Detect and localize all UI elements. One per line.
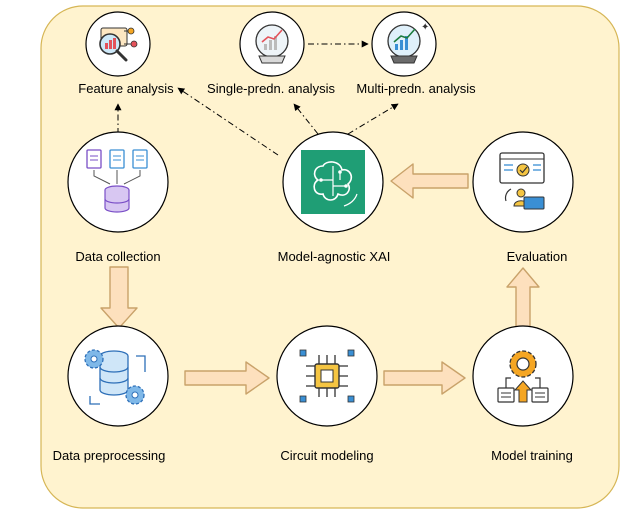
node-data-collection: Data collection [67, 131, 169, 264]
database-gears-icon [84, 349, 146, 405]
node-circuit-modeling: Circuit modeling [276, 325, 378, 463]
node-single-predn-analysis: Single-predn. analysis [207, 11, 335, 96]
node-feature-analysis: Feature analysis [78, 11, 174, 96]
connector-xai-to-multi [347, 103, 399, 135]
dashboard-evaluation-icon [499, 152, 545, 210]
node-evaluation-label: Evaluation [507, 249, 568, 264]
magnifier-chart-icon [99, 27, 138, 62]
node-data-collection-label: Data collection [75, 249, 160, 264]
node-data-preprocessing: Data preprocessing [53, 325, 169, 463]
node-multi-predn-analysis: ✦ Multi-predn. analysis [356, 11, 476, 96]
arrow-evaluation-to-xai [390, 163, 469, 199]
node-data-preprocessing-label: Data preprocessing [53, 448, 166, 463]
connector-xai-to-feature [177, 87, 279, 156]
arrow-circuit-to-training [383, 361, 466, 395]
workflow-arrows [100, 163, 540, 395]
node-single-predn-label: Single-predn. analysis [207, 81, 335, 96]
node-xai-label: Model-agnostic XAI [278, 249, 391, 264]
arrow-training-to-evaluation [506, 267, 540, 329]
node-evaluation: Evaluation [472, 131, 574, 264]
crystal-ball-chart-icon [255, 24, 289, 64]
node-multi-predn-label: Multi-predn. analysis [356, 81, 476, 96]
node-circuit-modeling-label: Circuit modeling [280, 448, 373, 463]
node-feature-analysis-label: Feature analysis [78, 81, 174, 96]
connector-xai-to-single [293, 103, 319, 135]
crystal-ball-growth-icon: ✦ [387, 22, 429, 64]
gear-training-icon [497, 350, 549, 403]
brain-circuit-icon [301, 150, 365, 214]
node-model-training: Model training [472, 325, 574, 463]
xai-connectors [114, 40, 399, 156]
node-model-training-label: Model training [491, 448, 573, 463]
files-to-database-icon [86, 149, 148, 213]
node-model-agnostic-xai: Model-agnostic XAI [278, 131, 391, 264]
arrow-preprocessing-to-circuit [184, 361, 270, 395]
svg-text:✦: ✦ [421, 22, 429, 33]
microchip-icon [299, 349, 355, 403]
arrow-collection-to-preprocessing [100, 266, 138, 329]
